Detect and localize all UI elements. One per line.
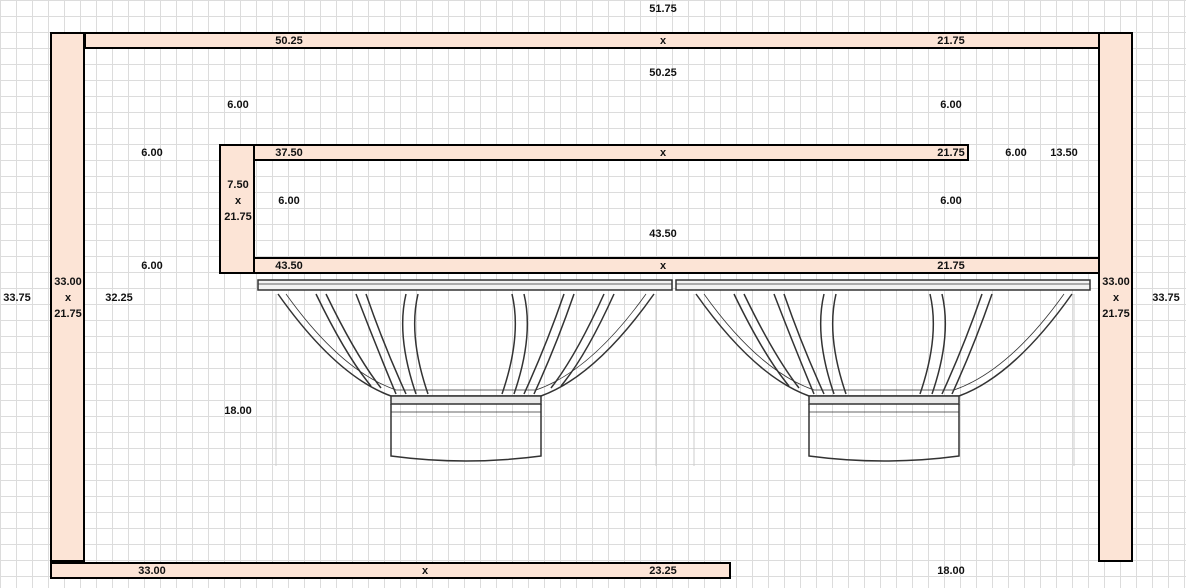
subwoofer-left <box>257 279 673 466</box>
top-board-length: 50.25 <box>275 35 303 47</box>
bottom-board-sep: x <box>421 565 429 577</box>
top-board-width: 21.75 <box>937 35 965 47</box>
lower-shelf-sep: x <box>659 260 667 272</box>
divider-board <box>219 144 255 274</box>
speaker-height: 18.00 <box>224 405 252 417</box>
outer-height-left: 33.75 <box>3 292 31 304</box>
overall-width-label: 51.75 <box>649 3 677 15</box>
right-side-board <box>1098 32 1133 562</box>
lower-shelf-width: 21.75 <box>937 260 965 272</box>
top-board-sep: x <box>659 35 667 47</box>
left-side-width: 21.75 <box>54 308 82 320</box>
inner-height-left: 32.25 <box>105 292 133 304</box>
gap-left-upper: 6.00 <box>227 99 249 111</box>
divider-width: 21.75 <box>224 211 252 223</box>
bottom-board-length: 33.00 <box>138 565 166 577</box>
upper-shelf-board <box>253 144 969 161</box>
left-side-sep: x <box>64 292 72 304</box>
lower-shelf-board <box>253 257 1100 274</box>
shelf-gap-left: 6.00 <box>278 195 300 207</box>
left-gap-a: 6.00 <box>141 147 163 159</box>
upper-shelf-length: 37.50 <box>275 147 303 159</box>
shelf-right-gap: 6.00 <box>1005 147 1027 159</box>
subwoofer-drawings <box>257 279 1091 466</box>
upper-shelf-width: 21.75 <box>937 147 965 159</box>
divider-sep: x <box>234 195 242 207</box>
shelf-gap-right: 6.00 <box>940 195 962 207</box>
gap-right-upper: 6.00 <box>940 99 962 111</box>
bottom-board-width: 23.25 <box>649 565 677 577</box>
lower-shelf-length: 43.50 <box>275 260 303 272</box>
divider-length: 7.50 <box>227 179 249 191</box>
bottom-right-dim: 18.00 <box>937 565 965 577</box>
outer-height-right: 33.75 <box>1152 292 1180 304</box>
inner-span-upper: 50.25 <box>649 67 677 79</box>
left-side-length: 33.00 <box>54 276 82 288</box>
right-side-sep: x <box>1112 292 1120 304</box>
inner-span-lower: 43.50 <box>649 228 677 240</box>
left-gap-b: 6.00 <box>141 260 163 272</box>
left-side-board <box>50 32 85 562</box>
right-side-length: 33.00 <box>1102 276 1130 288</box>
upper-shelf-sep: x <box>659 147 667 159</box>
right-side-width: 21.75 <box>1102 308 1130 320</box>
bottom-board <box>50 562 731 579</box>
shelf-right-extra: 13.50 <box>1050 147 1078 159</box>
subwoofer-right <box>675 279 1091 466</box>
